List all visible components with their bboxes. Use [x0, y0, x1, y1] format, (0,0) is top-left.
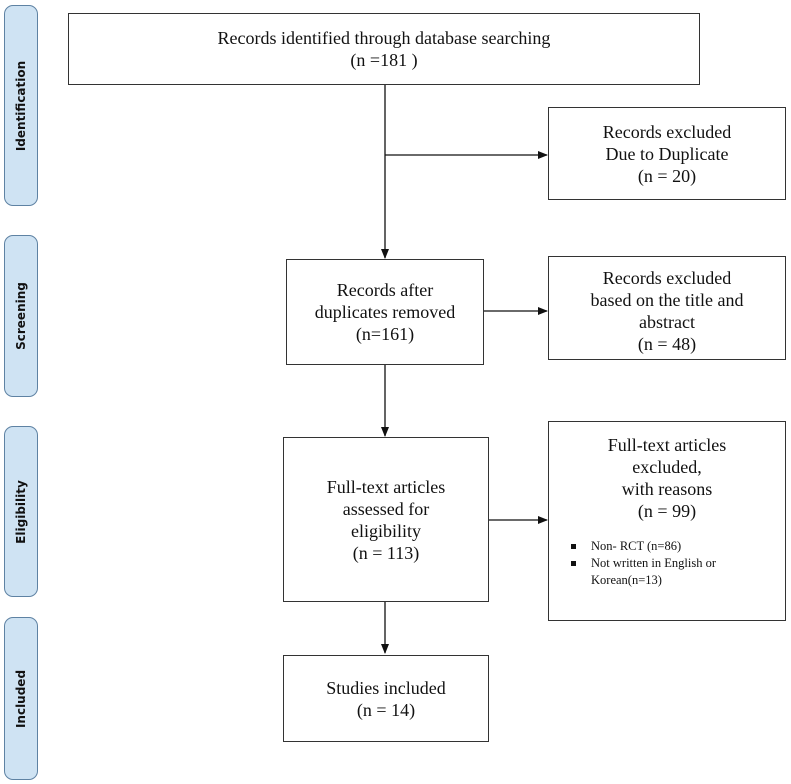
excluded-duplicate-line-2: Due to Duplicate — [605, 143, 729, 164]
fulltext-assessed-line-2: assessed for — [342, 498, 430, 519]
excluded-title-count: (n = 48) — [637, 334, 697, 354]
fulltext-excluded-count: (n = 99) — [637, 501, 697, 521]
box-records-after-duplicates: Records after duplicates removed (n=161) — [286, 259, 484, 365]
box-fulltext-assessed: Full-text articles assessed for eligibil… — [283, 437, 489, 602]
exclusion-reason-item: Non- RCT (n=86) — [571, 538, 785, 555]
phase-included: Included — [4, 617, 38, 780]
fulltext-assessed-count: (n = 113) — [352, 542, 420, 563]
excluded-duplicate-line-1: Records excluded — [602, 121, 732, 142]
excluded-duplicate-count: (n = 20) — [637, 165, 697, 186]
identified-line-1: Records identified through database sear… — [217, 28, 551, 48]
fulltext-assessed-line-1: Full-text articles — [326, 476, 446, 497]
box-records-identified: Records identified through database sear… — [68, 13, 700, 85]
box-fulltext-excluded: Full-text articles excluded, with reason… — [548, 421, 786, 621]
phase-eligibility: Eligibility — [4, 426, 38, 597]
phase-screening: Screening — [4, 235, 38, 397]
box-records-excluded-title-abstract: Records excluded based on the title and … — [548, 256, 786, 360]
fulltext-excluded-line-3: with reasons — [621, 479, 713, 499]
after-duplicates-line-1: Records after — [336, 280, 434, 300]
box-studies-included: Studies included (n = 14) — [283, 655, 489, 742]
excluded-title-line-2: based on the title and — [590, 290, 744, 310]
box-records-excluded-duplicate: Records excluded Due to Duplicate (n = 2… — [548, 107, 786, 200]
fulltext-excluded-line-2: excluded, — [632, 457, 702, 477]
fulltext-excluded-line-1: Full-text articles — [607, 435, 727, 455]
excluded-title-line-3: abstract — [639, 312, 695, 332]
after-duplicates-line-2: duplicates removed — [314, 302, 456, 322]
studies-included-count: (n = 14) — [356, 699, 416, 720]
exclusion-reason-item: Not written in English or Korean(n=13) — [571, 555, 785, 589]
exclusion-reasons-list: Non- RCT (n=86) Not written in English o… — [549, 538, 785, 589]
studies-included-line-1: Studies included — [326, 677, 446, 698]
identified-count: (n =181 ) — [350, 50, 418, 70]
excluded-title-line-1: Records excluded — [602, 268, 732, 288]
phase-identification: Identification — [4, 5, 38, 206]
after-duplicates-count: (n=161) — [355, 324, 415, 344]
fulltext-assessed-line-3: eligibility — [351, 520, 421, 541]
